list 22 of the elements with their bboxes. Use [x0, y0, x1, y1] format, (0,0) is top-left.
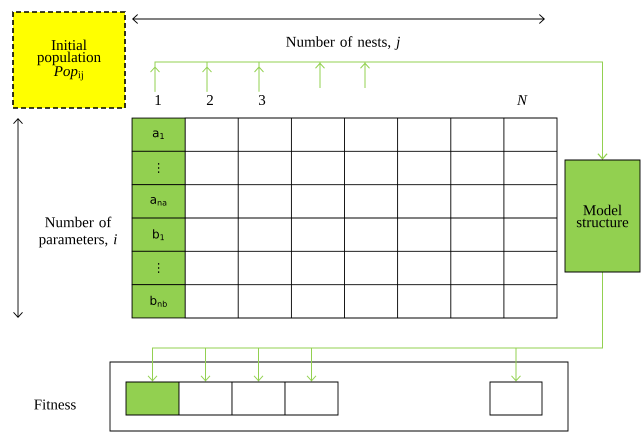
fitness-cell: [284, 382, 338, 416]
column-number: 1: [156, 95, 161, 105]
axis-label: Number of parameters, i: [38, 216, 117, 248]
parameter-cell: a$_{na}$: [132, 184, 186, 218]
column-number: 2: [206, 95, 213, 105]
axis-label: Number of nests, j: [286, 36, 400, 50]
column-number: 3: [258, 94, 266, 106]
arrow: [360, 62, 608, 160]
fitness-cell: [126, 382, 180, 416]
population-box: Initial population Pop$_{ij}$: [12, 11, 126, 109]
parameter-cell: ⋮: [132, 250, 186, 286]
fitness-cell: [490, 382, 542, 416]
parameter-cell: a$_{1}$: [132, 118, 186, 152]
arrow: [511, 272, 603, 382]
parameter-cell: ⋮: [132, 150, 186, 186]
fitness-cell: [178, 382, 232, 416]
parameter-cell: b$_{nb}$: [132, 284, 186, 318]
row-label: Fitness: [34, 399, 76, 410]
parameter-cell: b$_{1}$: [132, 218, 186, 252]
fitness-cell: [232, 382, 286, 416]
model-box: Model structure: [564, 160, 640, 272]
axis-label: N: [516, 95, 528, 105]
